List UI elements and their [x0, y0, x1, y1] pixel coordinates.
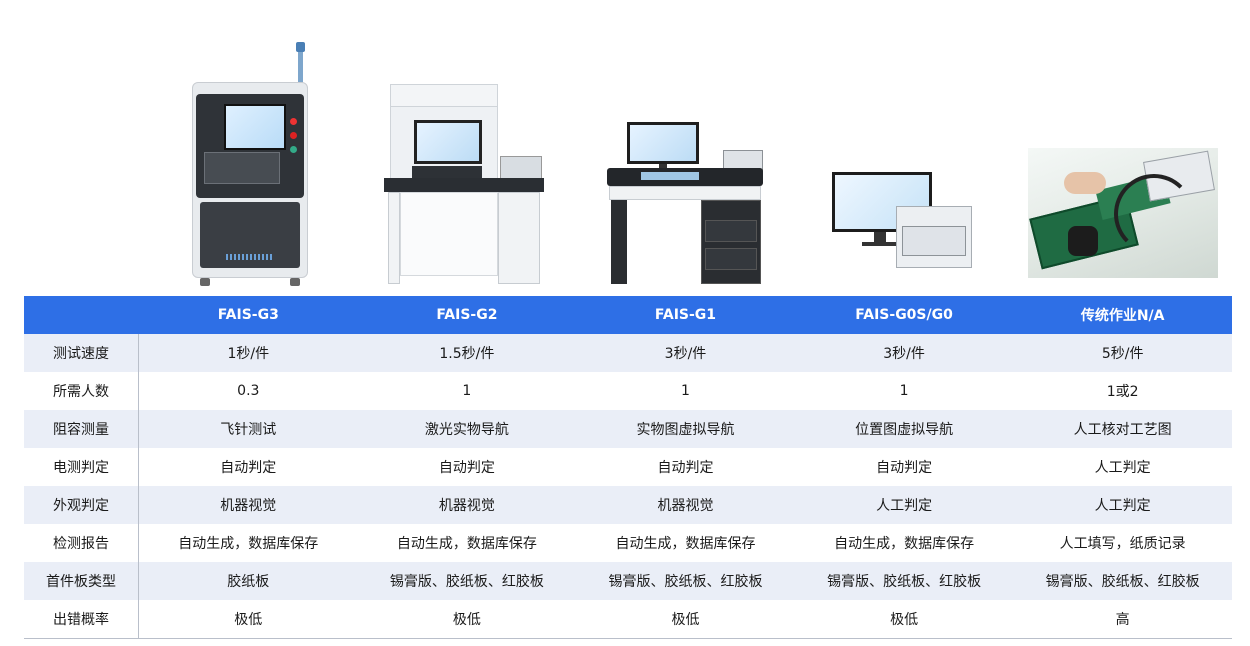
header-product-fais-g0s: FAIS-G0S/G0 [855, 307, 953, 323]
table-row: 检测报告 自动生成，数据库保存 自动生成，数据库保存 自动生成，数据库保存 自动… [24, 524, 1232, 562]
table-cell: 极低 [234, 612, 263, 628]
row-label: 测试速度 [24, 334, 139, 372]
table-cell: 人工填写，纸质记录 [1059, 536, 1186, 552]
table-cell: 激光实物导航 [424, 422, 509, 438]
table-cell: 人工判定 [1094, 498, 1151, 514]
header-product-fais-g2: FAIS-G2 [436, 307, 498, 323]
table-cell: 自动生成，数据库保存 [834, 536, 975, 552]
fais-g1-machine-image [605, 120, 765, 288]
header-corner-cell [24, 296, 139, 334]
table-cell: 自动生成，数据库保存 [615, 536, 756, 552]
table-cell: 自动生成，数据库保存 [178, 536, 319, 552]
row-label: 外观判定 [24, 486, 139, 524]
table-cell: 机器视觉 [657, 498, 714, 514]
row-label: 首件板类型 [24, 562, 139, 600]
header-product-fais-g1: FAIS-G1 [654, 307, 717, 323]
table-cell: 人工核对工艺图 [1073, 422, 1172, 438]
row-label: 阻容测量 [24, 410, 139, 448]
table-cell: 自动判定 [438, 460, 495, 476]
table-cell: 锡膏版、胶纸板、红胶板 [389, 574, 544, 590]
fais-g2-machine-image [382, 82, 546, 288]
table-cell: 自动判定 [220, 460, 277, 476]
table-cell: 高 [1115, 612, 1130, 628]
table-cell: 自动判定 [876, 460, 933, 476]
table-cell: 1 [681, 383, 690, 399]
table-cell: 人工判定 [876, 498, 933, 514]
row-label: 检测报告 [24, 524, 139, 562]
table-cell: 机器视觉 [220, 498, 277, 514]
table-cell: 锡膏版、胶纸板、红胶板 [608, 574, 763, 590]
table-row: 首件板类型 胶纸板 锡膏版、胶纸板、红胶板 锡膏版、胶纸板、红胶板 锡膏版、胶纸… [24, 562, 1232, 600]
fais-g3-machine-image [190, 42, 310, 288]
table-cell: 1 [462, 383, 472, 399]
table-row: 电测判定 自动判定 自动判定 自动判定 自动判定 人工判定 [24, 448, 1232, 486]
table-cell: 1或2 [1106, 384, 1139, 400]
table-cell: 飞针测试 [220, 422, 277, 438]
table-cell: 1秒/件 [227, 346, 270, 362]
table-cell: 自动判定 [657, 460, 714, 476]
comparison-table: FAIS-G3 FAIS-G2 FAIS-G1 FAIS-G0S/G0 传统作业… [24, 296, 1232, 639]
table-row: 测试速度 1秒/件 1.5秒/件 3秒/件 3秒/件 5秒/件 [24, 334, 1232, 372]
product-images [0, 0, 1250, 296]
table-row: 出错概率 极低 极低 极低 极低 高 [24, 600, 1232, 638]
table-cell: 自动生成，数据库保存 [396, 536, 537, 552]
table-cell: 3秒/件 [883, 346, 925, 362]
traditional-work-photo [1028, 148, 1218, 278]
table-cell: 锡膏版、胶纸板、红胶板 [1045, 574, 1200, 590]
table-cell: 0.3 [237, 383, 260, 399]
table-cell: 极低 [671, 612, 700, 628]
table-cell: 1 [899, 383, 909, 399]
row-label: 出错概率 [24, 600, 139, 638]
table-row: 阻容测量 飞针测试 激光实物导航 实物图虚拟导航 位置图虚拟导航 人工核对工艺图 [24, 410, 1232, 448]
table-bottom-border [24, 638, 1232, 639]
table-row: 外观判定 机器视觉 机器视觉 机器视觉 人工判定 人工判定 [24, 486, 1232, 524]
header-product-traditional: 传统作业N/A [1080, 308, 1165, 324]
fais-g0s-machine-image [830, 170, 976, 270]
table-cell: 锡膏版、胶纸板、红胶板 [827, 574, 982, 590]
table-row: 所需人数 0.3 1 1 1 1或2 [24, 372, 1232, 410]
table-cell: 胶纸板 [227, 574, 270, 590]
table-cell: 极低 [452, 612, 481, 628]
table-cell: 机器视觉 [438, 498, 495, 514]
table-cell: 人工判定 [1094, 460, 1151, 476]
table-cell: 3秒/件 [664, 346, 707, 362]
table-cell: 实物图虚拟导航 [636, 422, 735, 438]
row-label: 电测判定 [24, 448, 139, 486]
header-product-fais-g3: FAIS-G3 [217, 307, 279, 323]
table-header-row: FAIS-G3 FAIS-G2 FAIS-G1 FAIS-G0S/G0 传统作业… [24, 296, 1232, 334]
table-cell: 1.5秒/件 [439, 346, 495, 362]
table-cell: 极低 [890, 612, 919, 628]
table-cell: 位置图虚拟导航 [855, 422, 954, 438]
table-cell: 5秒/件 [1101, 346, 1144, 362]
row-label: 所需人数 [24, 372, 139, 410]
